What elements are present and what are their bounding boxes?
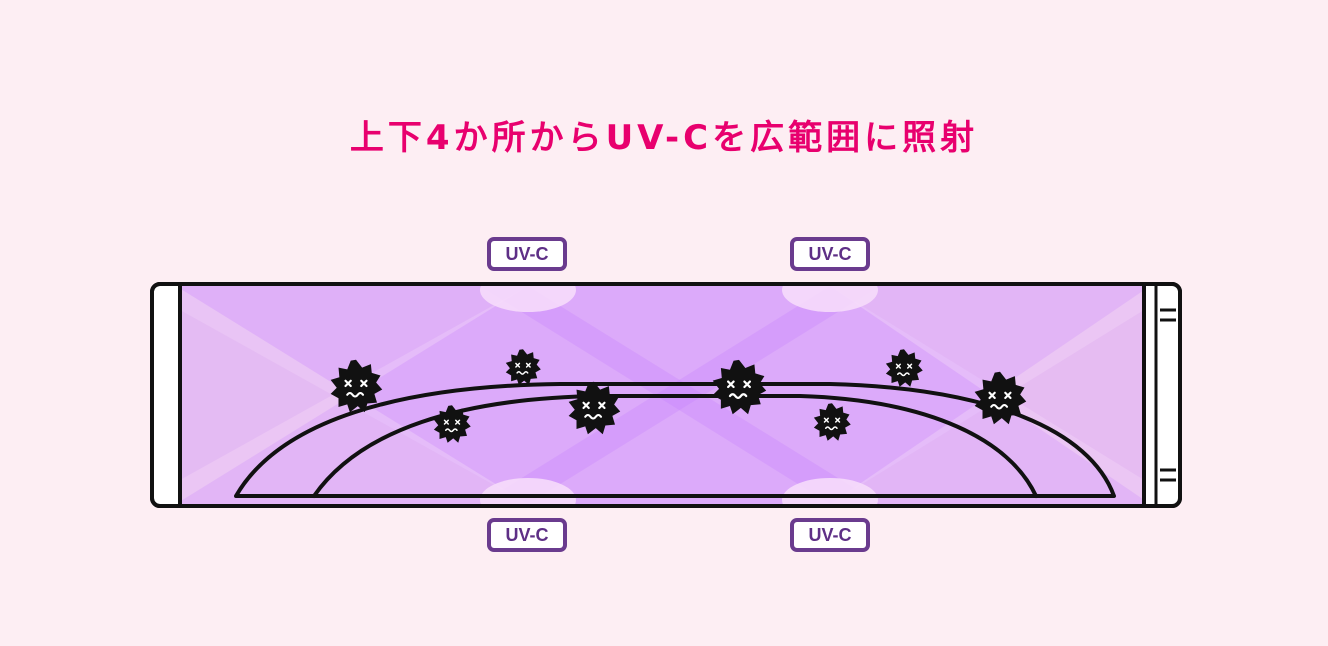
outer-arch — [234, 382, 1116, 498]
headline: 上下4か所からUV-Cを広範囲に照射 — [349, 118, 979, 158]
device-casing-outline — [150, 282, 1182, 508]
uv-c-label-top-right: UV-C — [790, 237, 870, 271]
uv-c-label-bottom-right: UV-C — [790, 518, 870, 552]
uv-c-label-bottom-left: UV-C — [487, 518, 567, 552]
uv-c-label-top-left: UV-C — [487, 237, 567, 271]
